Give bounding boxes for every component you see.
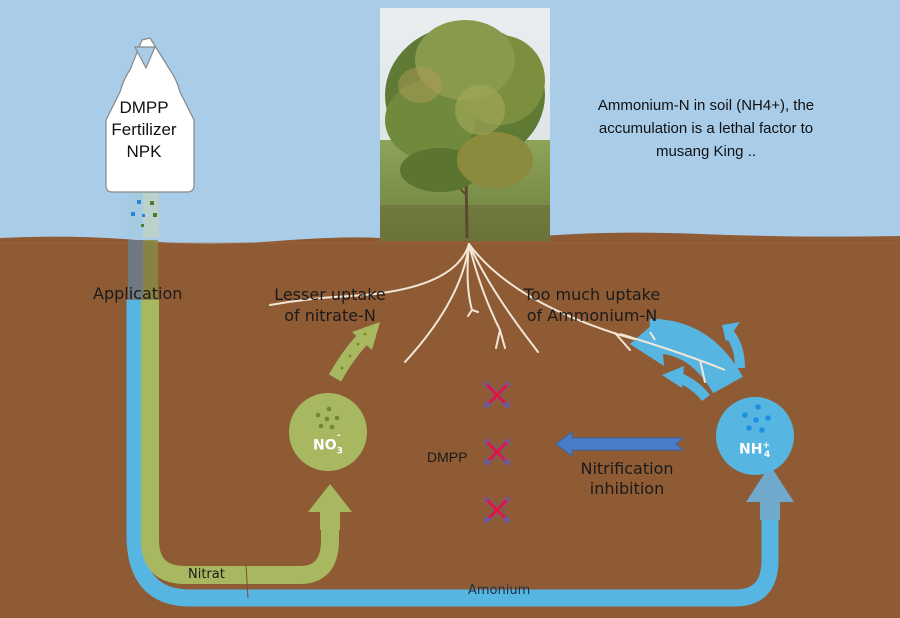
dmpp-blocked-markers — [483, 381, 511, 524]
ammonium-ion-sub: 4 — [763, 450, 771, 461]
durian-tree-photo — [380, 8, 550, 241]
nitrification-line-2: inhibition — [589, 479, 665, 498]
bag-line-1: DMPP — [119, 98, 169, 117]
too-much-line-1: Too much uptake — [523, 285, 661, 304]
ammonium-flow-path — [126, 300, 779, 607]
ammonium-particles — [742, 404, 771, 433]
ammonium-ion-base: NH — [739, 441, 763, 458]
nitrate-particles — [315, 406, 340, 430]
ammonium-ion-label: NH+4 — [739, 441, 776, 460]
ammonium-circle — [716, 397, 794, 475]
ammonium-ion-sup: + — [762, 441, 770, 451]
blocked-cross-icon — [483, 381, 511, 409]
too-much-line-2: of Ammonium-N — [526, 306, 658, 325]
nitrification-inhibition-label: Nitrification inhibition — [568, 459, 686, 499]
nitrification-inhibition-arrow — [555, 431, 685, 457]
nitrate-up-arrow — [308, 484, 352, 530]
bag-line-2: Fertilizer — [111, 120, 177, 139]
application-label: Application — [93, 284, 183, 303]
ammonium-warning-note: Ammonium-N in soil (NH4+), the accumulat… — [597, 97, 815, 160]
nitrat-label: Nitrat — [188, 567, 225, 582]
nitrate-uptake-arrow — [328, 335, 368, 382]
fertilizer-bag-label: DMPP Fertilizer NPK — [104, 97, 184, 163]
lesser-uptake-line-2: of nitrate-N — [284, 306, 376, 325]
nitrate-ion-sup: - — [336, 431, 341, 441]
nitrate-circle — [289, 393, 367, 471]
ammonium-up-arrow — [746, 465, 794, 520]
bag-line-3: NPK — [126, 142, 162, 161]
nitrate-ion-base: NO — [313, 437, 337, 454]
nitrification-line-1: Nitrification — [580, 459, 674, 478]
nitrate-ion-label: NO3 - — [313, 431, 347, 457]
blocked-cross-icon — [483, 438, 511, 466]
nitrate-flow-path — [141, 300, 339, 584]
dmpp-label: DMPP — [427, 449, 468, 465]
lesser-uptake-line-1: Lesser uptake — [274, 285, 386, 304]
blocked-cross-icon — [483, 496, 511, 524]
nitrate-ion-sub: 3 — [336, 446, 343, 457]
amonium-label: Amonium — [468, 583, 531, 598]
too-much-uptake-label: Too much uptake of Ammonium-N — [508, 284, 676, 326]
lesser-uptake-label: Lesser uptake of nitrate-N — [262, 284, 398, 326]
fertilizer-bag — [105, 37, 195, 238]
